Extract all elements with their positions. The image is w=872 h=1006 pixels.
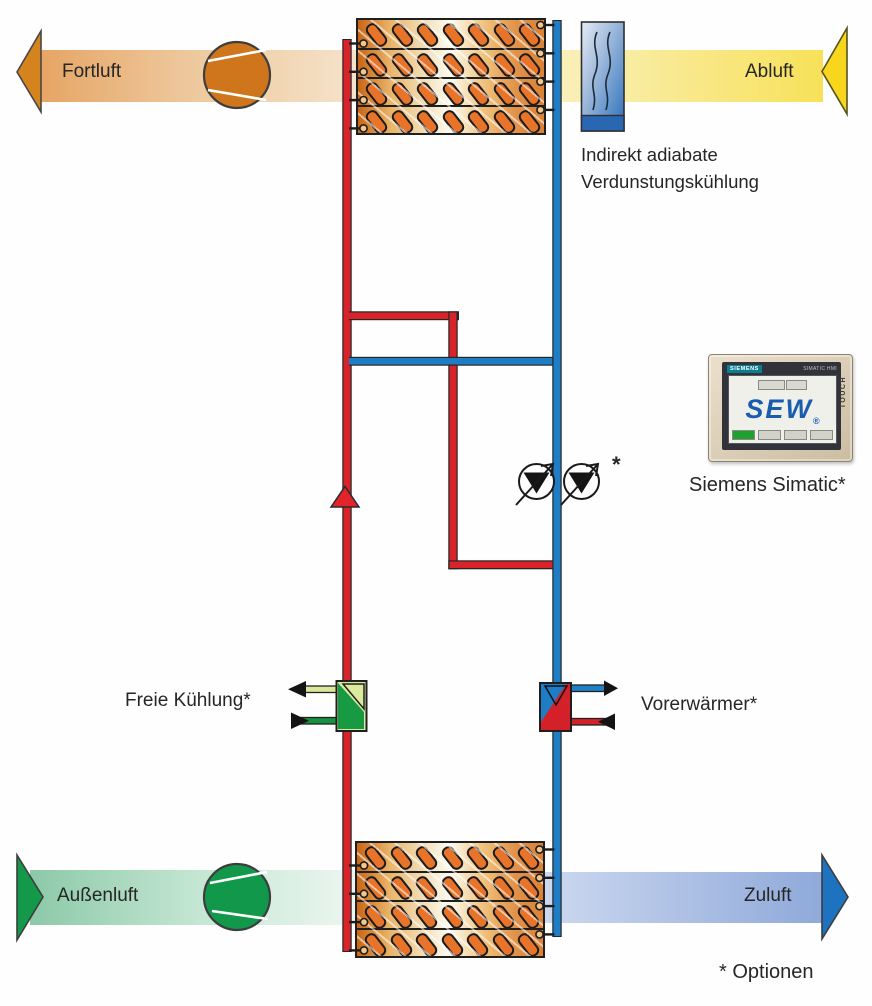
heat-exchanger-coil-bottom — [355, 841, 545, 959]
softkey — [784, 430, 807, 440]
adiabatic-cooling-label-line2: Verdunstungskühlung — [581, 171, 759, 192]
zuluft-label: Zuluft — [744, 885, 792, 906]
screen-button — [758, 380, 785, 390]
zuluft-arrow-icon — [821, 852, 849, 942]
sew-logo: SEW® — [729, 396, 836, 435]
heat-exchanger-coil-top — [356, 18, 546, 136]
coil-row — [357, 899, 543, 931]
simatic-hmi-panel: SIEMENS SIMATIC HMI SEW® TOUCH — [708, 354, 853, 462]
zuluft-air-band — [545, 872, 823, 923]
aussenluft-label: Außenluft — [57, 885, 139, 906]
coil-stubs-bottom — [349, 848, 555, 952]
coil-row — [357, 927, 543, 959]
pump-icons — [515, 462, 600, 506]
panel-screen: SEW® — [728, 375, 837, 444]
panel-bezel: SIEMENS SIMATIC HMI SEW® — [722, 362, 841, 450]
screen-softkeys — [732, 430, 833, 440]
fortluft-label: Fortluft — [62, 61, 122, 82]
softkey-green — [732, 430, 755, 440]
free-cooling-valve-icon — [288, 680, 368, 732]
sew-logo-text: SEW — [745, 394, 813, 424]
cold-water-connector-pipe — [349, 356, 561, 366]
coil-stubs-top — [349, 23, 555, 130]
coil-row — [358, 48, 544, 80]
softkey — [810, 430, 833, 440]
aussenluft-arrow-icon — [16, 852, 44, 943]
coil-row — [357, 871, 543, 903]
pump-asterisk: * — [612, 452, 621, 477]
touch-side-label: TOUCH — [840, 376, 847, 409]
simatic-hmi-label: SIMATIC HMI — [803, 365, 837, 372]
options-footnote: * Optionen — [719, 961, 814, 983]
coil-row — [358, 104, 544, 136]
exhaust-fan-icon — [202, 40, 272, 110]
coil-ports-top — [359, 20, 545, 133]
fortluft-air-band — [40, 50, 358, 102]
registered-mark: ® — [812, 416, 820, 426]
evaporative-humidifier-icon — [580, 21, 625, 132]
aussenluft-air-band — [30, 870, 358, 925]
adiabatic-cooling-label-line1: Indirekt adiabate — [581, 144, 718, 165]
coil-ports-bottom — [359, 845, 544, 955]
abluft-label: Abluft — [745, 61, 794, 82]
flow-direction-arrow-icon — [329, 485, 361, 508]
siemens-simatic-caption: Siemens Simatic* — [689, 474, 846, 496]
supply-fan-icon — [202, 862, 272, 932]
abluft-arrow-icon — [821, 25, 848, 117]
free-cooling-label: Freie Kühlung* — [125, 690, 251, 711]
preheater-valve-icon — [539, 680, 618, 732]
coil-row — [358, 76, 544, 108]
fortluft-arrow-icon — [16, 28, 42, 115]
cold-water-pipe — [552, 20, 562, 937]
preheater-label: Vorerwärmer* — [641, 694, 758, 715]
screen-button — [786, 380, 807, 390]
siemens-logo: SIEMENS — [727, 364, 762, 373]
softkey — [758, 430, 781, 440]
